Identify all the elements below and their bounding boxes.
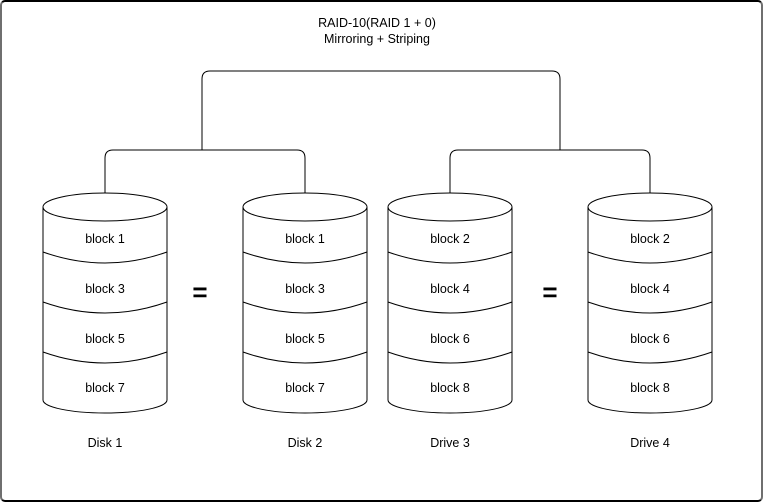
disk-1-block-2: block 3 bbox=[85, 282, 125, 296]
cylinder-top bbox=[42, 192, 168, 222]
disk-segment-divider bbox=[242, 351, 368, 364]
cylinder-body bbox=[242, 207, 368, 414]
equals-sign-left: = bbox=[192, 277, 207, 307]
top-bracket-connector bbox=[201, 70, 561, 150]
cylinder-body bbox=[42, 207, 168, 414]
disk-segment-divider bbox=[587, 301, 713, 314]
cylinder-body bbox=[587, 207, 713, 414]
disk-segment-divider bbox=[42, 251, 168, 264]
disk-segment-divider bbox=[587, 251, 713, 264]
cylinder-top bbox=[587, 192, 713, 222]
drive-4-block-1: block 2 bbox=[630, 232, 670, 246]
disk-segment-divider bbox=[242, 301, 368, 314]
disk-segment-divider bbox=[587, 351, 713, 364]
disk-segment-divider bbox=[387, 301, 513, 314]
disk-segment-divider bbox=[387, 251, 513, 264]
disk-1-block-3: block 5 bbox=[85, 332, 125, 346]
disk-2-block-3: block 5 bbox=[285, 332, 325, 346]
drive-3-block-3: block 6 bbox=[430, 332, 470, 346]
drive-3-block-1: block 2 bbox=[430, 232, 470, 246]
drive-4-block-2: block 4 bbox=[630, 282, 670, 296]
disk-1-label: Disk 1 bbox=[88, 436, 123, 450]
drive-4-block-4: block 8 bbox=[630, 381, 670, 395]
disk-2-label: Disk 2 bbox=[288, 436, 323, 450]
diagram-subtitle: Mirroring + Striping bbox=[324, 32, 430, 46]
disk-segment-divider bbox=[42, 301, 168, 314]
cylinder-top bbox=[242, 192, 368, 222]
disk-1-block-4: block 7 bbox=[85, 381, 125, 395]
disk-segment-divider bbox=[242, 251, 368, 264]
disk-1-block-1: block 1 bbox=[85, 232, 125, 246]
cylinder-top bbox=[387, 192, 513, 222]
drive-4-cylinder: block 2 block 4 block 6 block 8 Drive 4 bbox=[587, 192, 713, 450]
disk-1-cylinder: block 1 block 3 block 5 block 7 Disk 1 bbox=[42, 192, 168, 450]
right-mirror-bracket-connector bbox=[449, 149, 651, 196]
disk-2-block-4: block 7 bbox=[285, 381, 325, 395]
drive-4-label: Drive 4 bbox=[630, 436, 670, 450]
drive-3-label: Drive 3 bbox=[430, 436, 470, 450]
drive-3-block-4: block 8 bbox=[430, 381, 470, 395]
drive-3-block-2: block 4 bbox=[430, 282, 470, 296]
equals-sign-right: = bbox=[542, 277, 557, 307]
drive-3-cylinder: block 2 block 4 block 6 block 8 Drive 3 bbox=[387, 192, 513, 450]
disk-segment-divider bbox=[387, 351, 513, 364]
disk-2-cylinder: block 1 block 3 block 5 block 7 Disk 2 bbox=[242, 192, 368, 450]
diagram-title: RAID-10(RAID 1 + 0) bbox=[318, 16, 436, 30]
disk-2-block-1: block 1 bbox=[285, 232, 325, 246]
left-mirror-bracket-connector bbox=[104, 149, 306, 196]
cylinder-body bbox=[387, 207, 513, 414]
drive-4-block-3: block 6 bbox=[630, 332, 670, 346]
disk-2-block-2: block 3 bbox=[285, 282, 325, 296]
disk-segment-divider bbox=[42, 351, 168, 364]
